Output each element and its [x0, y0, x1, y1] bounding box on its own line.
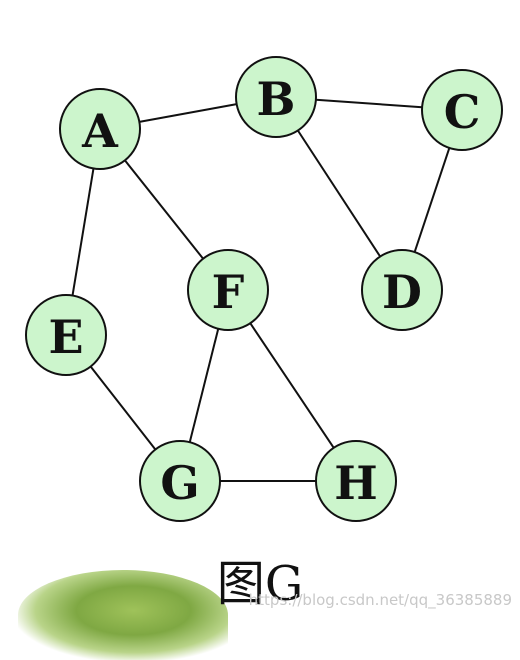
node-circle-h — [315, 440, 397, 522]
graph-diagram: A B C D E F G H — [25, 56, 503, 522]
nodes-layer: A B C D E F G H — [25, 56, 503, 522]
node-label-e: E — [48, 310, 83, 364]
node-circle-f — [187, 249, 269, 331]
edge-b-d — [297, 129, 381, 258]
node-c: C — [421, 69, 503, 151]
node-circle-d — [361, 249, 443, 331]
node-label-b: B — [257, 72, 296, 126]
edge-a-b — [139, 103, 237, 123]
node-b: B — [235, 56, 317, 138]
node-h: H — [315, 440, 397, 522]
node-circle-g — [139, 440, 221, 522]
node-circle-a — [59, 88, 141, 170]
edge-a-f — [124, 159, 204, 260]
node-f: F — [187, 249, 269, 331]
figure-caption: 图G — [216, 556, 304, 612]
node-label-c: C — [444, 85, 481, 139]
node-circle-b — [235, 56, 317, 138]
edge-f-g — [188, 328, 220, 443]
node-e: E — [25, 294, 107, 376]
node-label-h: H — [334, 456, 377, 510]
node-label-f: F — [212, 265, 245, 319]
edge-c-d — [413, 147, 451, 253]
node-a: A — [59, 88, 141, 170]
node-label-g: G — [160, 456, 199, 510]
node-label-d: D — [382, 265, 422, 319]
edge-b-c — [315, 98, 423, 109]
edge-f-h — [249, 322, 335, 449]
watermark-text: https://blog.csdn.net/qq_36385889 — [248, 591, 512, 609]
edge-e-g — [89, 365, 157, 451]
node-d: D — [361, 249, 443, 331]
node-label-a: A — [81, 104, 119, 158]
edges-layer — [71, 98, 451, 482]
node-circle-e — [25, 294, 107, 376]
edge-a-e — [71, 168, 95, 296]
node-circle-c — [421, 69, 503, 151]
node-g: G — [139, 440, 221, 522]
